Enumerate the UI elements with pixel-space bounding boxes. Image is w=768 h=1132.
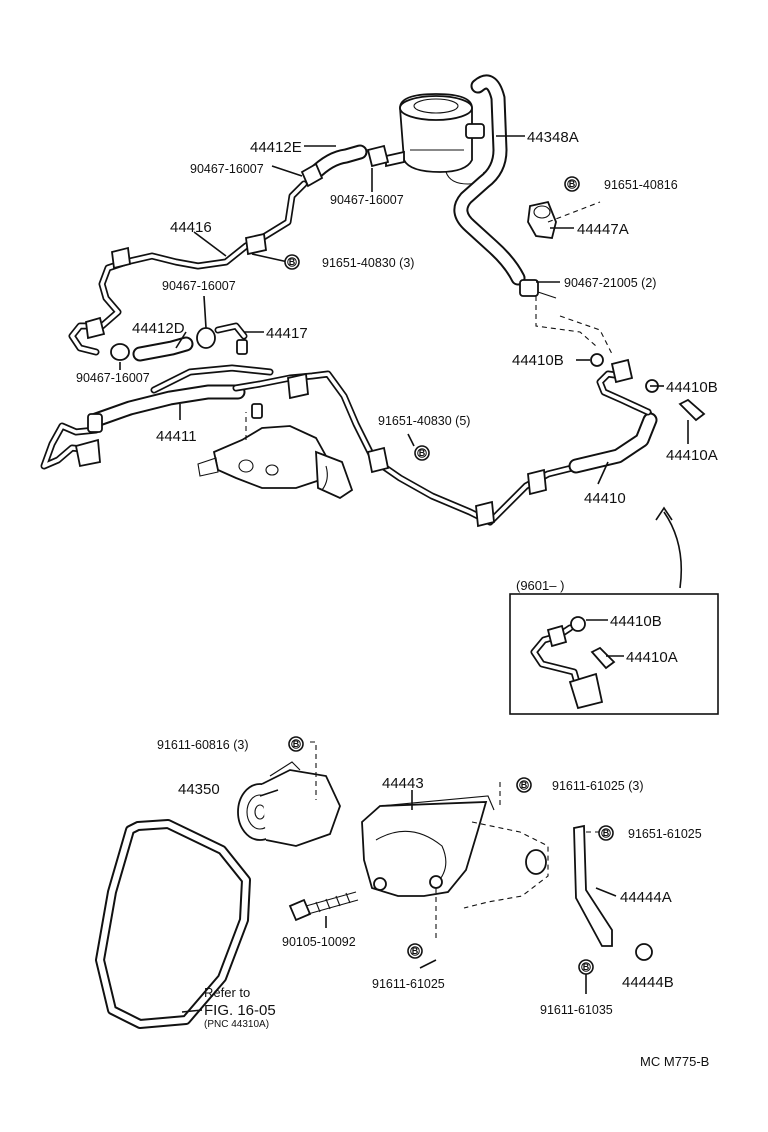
figure-reference: FIG. 16-05 <box>204 1002 276 1019</box>
label-91611-61025: 91611-61025 <box>372 977 445 991</box>
svg-text:B: B <box>583 962 590 972</box>
label-44348A: 44348A <box>527 129 579 146</box>
inset-box <box>509 593 719 715</box>
label-44412E: 44412E <box>250 139 302 156</box>
dashed-mount-lines <box>535 201 613 355</box>
label-44412D: 44412D <box>132 320 185 337</box>
clamp-44447A <box>527 200 557 239</box>
pressure-hose-44411 <box>40 364 378 470</box>
svg-text:B: B <box>412 946 419 956</box>
label-44443: 44443 <box>382 775 424 792</box>
label-44410B-a: 44410B <box>512 352 564 369</box>
label-91651-40830-5: 91651-40830 (5) <box>378 414 470 428</box>
label-44410B-c: 44410B <box>610 613 662 630</box>
reservoir-tank <box>385 93 485 185</box>
label-44447A: 44447A <box>577 221 629 238</box>
svg-text:B: B <box>289 257 296 267</box>
refer-to-text: Refer to <box>204 985 250 1000</box>
label-90467-16007-a: 90467-16007 <box>190 162 264 176</box>
return-tube-44410 <box>366 353 706 528</box>
label-44444A: 44444A <box>620 889 672 906</box>
drive-belt <box>95 819 251 1029</box>
label-91651-61025: 91651-61025 <box>628 827 702 841</box>
label-91651-40816: 91651-40816 <box>604 178 678 192</box>
bolt-markers: B B B B B B B B <box>284 176 614 975</box>
label-44444B: 44444B <box>622 974 674 991</box>
label-44350: 44350 <box>178 781 220 798</box>
return-hose-44348A <box>453 74 557 299</box>
svg-text:B: B <box>569 179 576 189</box>
svg-text:B: B <box>419 448 426 458</box>
label-44417: 44417 <box>266 325 308 342</box>
label-44410A-a: 44410A <box>666 447 718 464</box>
label-90467-16007-c: 90467-16007 <box>162 279 236 293</box>
label-44416: 44416 <box>170 219 212 236</box>
steering-gear-housing <box>197 403 354 500</box>
hose-44412E <box>300 144 390 188</box>
leader-lines <box>119 135 689 1013</box>
svg-text:B: B <box>293 739 300 749</box>
pressure-tube-44416 <box>68 180 308 356</box>
label-44410: 44410 <box>584 490 626 507</box>
label-91611-61035: 91611-61035 <box>540 1003 613 1017</box>
engine-block-outline <box>463 821 549 909</box>
label-90105-10092: 90105-10092 <box>282 935 356 949</box>
inset-pointer-arrow <box>655 506 683 589</box>
label-90467-21005: 90467-21005 (2) <box>564 276 656 290</box>
bracket-44443 <box>361 782 501 940</box>
drawing-code: MC M775-B <box>640 1054 709 1069</box>
pnc-reference: (PNC 44310A) <box>204 1019 269 1030</box>
bolt-90105-10092 <box>288 891 359 922</box>
vane-pump-44350 <box>237 741 341 847</box>
label-44411: 44411 <box>156 428 197 445</box>
label-91611-60816: 91611-60816 (3) <box>157 738 249 752</box>
union-44417 <box>214 322 248 355</box>
label-90467-16007-d: 90467-16007 <box>76 371 150 385</box>
label-91611-61025-3: 91611-61025 (3) <box>552 779 644 793</box>
inset-title: (9601– ) <box>516 578 564 593</box>
label-90467-16007-b: 90467-16007 <box>330 193 404 207</box>
svg-text:B: B <box>603 828 610 838</box>
label-91651-40830-3: 91651-40830 (3) <box>322 256 414 270</box>
part-number-labels: 44348A 44412E 90467-16007 90467-16007 91… <box>76 129 718 1069</box>
svg-text:B: B <box>521 780 528 790</box>
adjusting-bar-44444A <box>573 824 653 961</box>
label-44410B-b: 44410B <box>666 379 718 396</box>
label-44410A-b: 44410A <box>626 649 678 666</box>
